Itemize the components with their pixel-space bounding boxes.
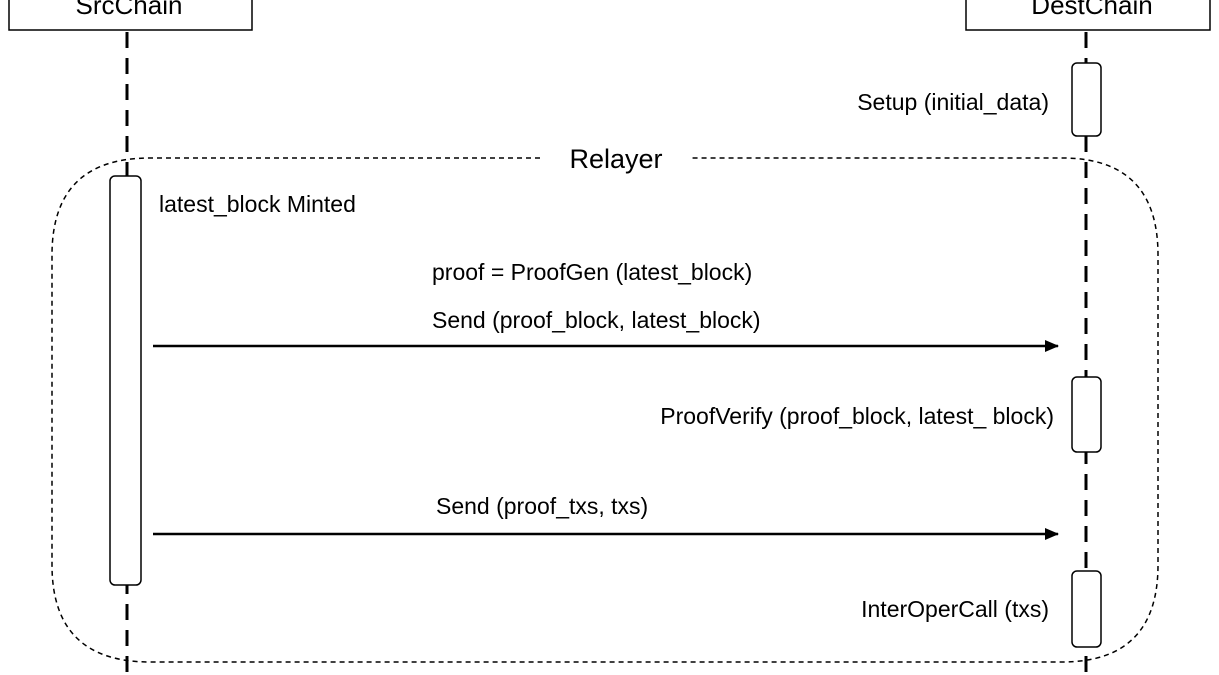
src-activation — [109, 175, 142, 586]
dest-chain-actor-box — [965, 0, 1211, 31]
minted-label: latest_block Minted — [159, 191, 356, 217]
verify-label: ProofVerify (proof_block, latest_ block) — [660, 403, 1054, 429]
send-txs-label: Send (proof_txs, txs) — [436, 493, 648, 519]
setup-label: Setup (initial_data) — [857, 89, 1049, 115]
proofgen-label: proof = ProofGen (latest_block) — [432, 259, 752, 285]
dest-verify-activation — [1071, 376, 1102, 453]
src-chain-actor-label: SrcChain — [76, 0, 183, 20]
dest-setup-activation — [1071, 62, 1102, 137]
dest-chain-actor-label: DestChain — [1031, 0, 1152, 20]
relayer-frame-label: Relayer — [569, 144, 662, 174]
interop-label: InterOperCall (txs) — [861, 596, 1049, 622]
dest-interop-activation — [1071, 570, 1102, 648]
src-chain-actor-box — [8, 0, 253, 31]
send-block-label: Send (proof_block, latest_block) — [432, 307, 761, 333]
